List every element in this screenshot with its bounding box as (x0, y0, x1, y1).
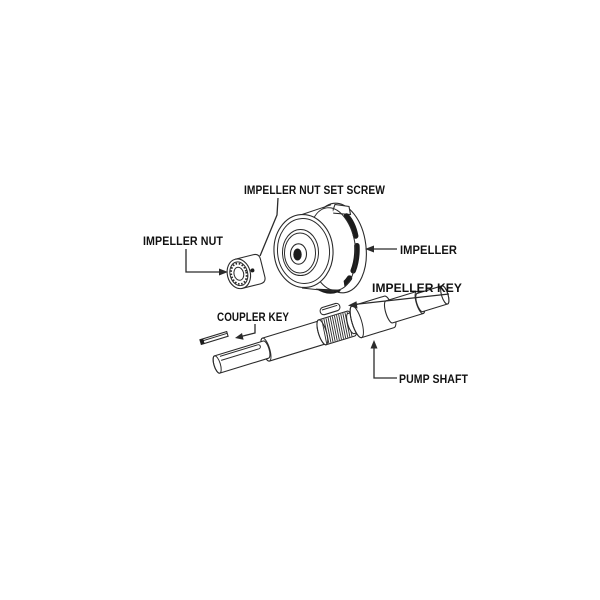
nut-thread-texture (230, 262, 248, 285)
leader-impeller-key (348, 293, 450, 309)
set-screw-dot (250, 268, 255, 273)
label-impeller: IMPELLER (400, 243, 457, 257)
impeller-key-drawing (319, 302, 341, 316)
coupler-key-drawing (199, 330, 229, 346)
label-impeller-nut-set-screw: IMPELLER NUT SET SCREW (244, 183, 385, 197)
shaft-threads (321, 311, 353, 345)
pump-shaft-drawing (212, 285, 450, 374)
impeller-nut-drawing (226, 253, 266, 290)
label-impeller-key: IMPELLER KEY (372, 281, 462, 295)
leader-impeller (365, 245, 397, 253)
leader-pump-shaft (370, 340, 397, 379)
impeller-drawing (273, 202, 367, 294)
leader-impeller-nut-set-screw (259, 197, 279, 257)
leader-impeller-nut (185, 249, 228, 276)
label-pump-shaft: PUMP SHAFT (399, 372, 468, 386)
label-impeller-nut: IMPELLER NUT (143, 234, 223, 248)
leader-coupler-key (235, 324, 256, 340)
shaft-keyway-slot (219, 344, 261, 361)
label-coupler-key: COUPLER KEY (217, 310, 289, 324)
